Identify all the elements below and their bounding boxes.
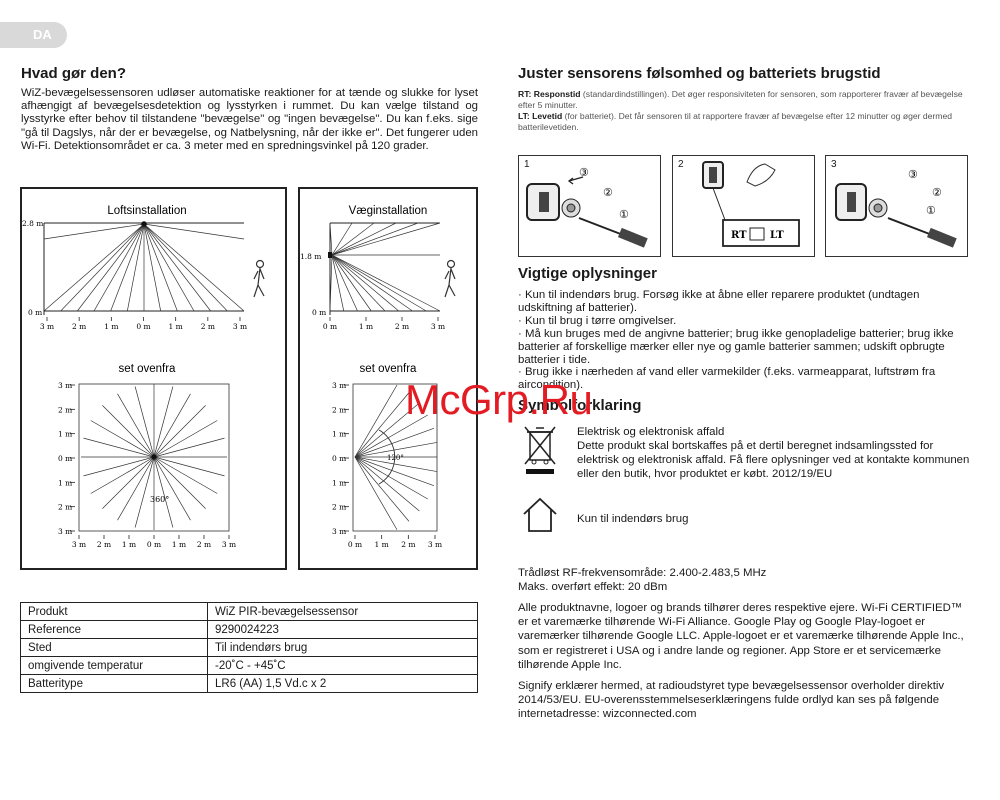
tick-label: 2 m: [332, 405, 346, 414]
tick-label: 2 m: [97, 540, 111, 549]
svg-text:LT: LT: [770, 230, 784, 241]
tick-label: 1 m: [58, 478, 72, 487]
tick-label: 0 m: [348, 540, 362, 549]
ceiling-sensor: [141, 221, 147, 227]
tick-label: 3 m: [58, 527, 72, 536]
intro-text: WiZ-bevægelsessensoren udløser automatis…: [21, 87, 478, 152]
wall-y-top: 1.8 m: [300, 252, 321, 261]
tick-label: 1 m: [104, 322, 118, 331]
svg-text:②: ②: [603, 186, 613, 199]
ceiling-angle: 360°: [150, 495, 169, 504]
tick-label: 1 m: [375, 540, 389, 549]
tick-label: 2 m: [401, 540, 415, 549]
tick-label: 2 m: [58, 503, 72, 512]
spec-label: Sted: [20, 638, 208, 657]
adjust-heading: Juster sensorens følsomhed og batteriets…: [518, 65, 881, 82]
svg-text:RT: RT: [731, 230, 747, 241]
spec-label: Batteritype: [20, 674, 208, 693]
tick-label: 3 m: [58, 381, 72, 390]
tick-label: 1 m: [58, 430, 72, 439]
trademarks-text: Alle produktnavne, logoer og brands tilh…: [518, 602, 964, 671]
tick-label: 2 m: [58, 405, 72, 414]
tick-label: 3 m: [431, 322, 445, 331]
tick-label: 1 m: [169, 322, 183, 331]
ceiling-top-title: set ovenfra: [119, 363, 176, 375]
svg-text:③: ③: [579, 166, 589, 179]
spec-label: Reference: [20, 620, 208, 639]
ceiling-title: Loftsinstallation: [107, 205, 186, 217]
weee-description: Elektrisk og elektronisk affald Dette pr…: [577, 426, 970, 480]
tick-label: 1 m: [332, 430, 346, 439]
tick-label: 2 m: [72, 322, 86, 331]
wall-figure: Væginstallation 1.8 m 0 m 0 m 1 m 2 m 3 m s…: [298, 187, 478, 570]
person-icon: [444, 259, 456, 298]
tick-label: 1 m: [172, 540, 186, 549]
tick-label: 2 m: [332, 503, 346, 512]
language-tab: DA: [0, 22, 67, 48]
tick-label: 3 m: [222, 540, 236, 549]
table-row: omgivende temperatur-20˚C - +45˚C: [20, 656, 478, 675]
svg-text:①: ①: [619, 208, 629, 221]
wall-title: Væginstallation: [349, 205, 428, 217]
wall-top-title: set ovenfra: [360, 363, 417, 375]
declaration-text: Signify erklærer hermed, at radioudstyre…: [518, 680, 945, 721]
tick-label: 0 m: [332, 454, 346, 463]
tick-label: 1 m: [332, 478, 346, 487]
wall-angle: 120°: [387, 454, 404, 462]
tick-label: 2 m: [395, 322, 409, 331]
spec-value: Til indendørs brug: [207, 638, 478, 657]
tick-label: 1 m: [122, 540, 136, 549]
tick-label: 2 m: [197, 540, 211, 549]
tick-label: 2 m: [201, 322, 215, 331]
spec-label: Produkt: [20, 602, 208, 621]
house-icon: [523, 497, 557, 532]
watermark: McGrp.Ru: [405, 376, 593, 423]
ceiling-figure: Loftsinstallation 2.8 m 0 m 3 m 2 m 1 m 0 m…: [20, 187, 287, 570]
list-item: · Kun til brug i tørre omgivelser.: [518, 314, 677, 327]
svg-text:③: ③: [908, 168, 918, 181]
indoor-use-text: Kun til indendørs brug: [577, 513, 689, 525]
wall-sensor: [328, 252, 332, 258]
svg-text:①: ①: [926, 204, 936, 217]
tick-label: 1 m: [359, 322, 373, 331]
tick-label: 0 m: [147, 540, 161, 549]
spec-label: omgivende temperatur: [20, 656, 208, 675]
tick-label: 3 m: [332, 381, 346, 390]
step-image-1: 1 ③ ② ①: [518, 155, 661, 257]
rt-lt-description: RT: Responstid (standardindstillingen). …: [518, 89, 963, 132]
spec-value: -20˚C - +45˚C: [207, 656, 478, 675]
tick-label: 0 m: [58, 454, 72, 463]
important-heading: Vigtige oplysninger: [518, 265, 657, 282]
list-item: · Brug ikke i nærheden af vand eller var…: [518, 366, 936, 392]
wall-y-bottom: 0 m: [312, 308, 326, 317]
important-list: · Kun til indendørs brug. Forsøg ikke at…: [518, 289, 968, 392]
tick-label: 3 m: [40, 322, 54, 331]
tick-label: 3 m: [72, 540, 86, 549]
person-icon: [253, 259, 265, 298]
tick-label: 0 m: [323, 322, 337, 331]
what-heading: Hvad gør den?: [21, 65, 127, 82]
tick-label: 0 m: [136, 322, 150, 331]
spec-value: LR6 (AA) 1,5 Vd.c x 2: [207, 674, 478, 693]
spec-value: 9290024223: [207, 620, 478, 639]
rf-info: Trådløst RF-frekvensområde: 2.400-2.483,…: [518, 567, 767, 594]
tick-label: 3 m: [428, 540, 442, 549]
step-image-2: 2 RT LT: [672, 155, 815, 257]
step-image-3: 3 ③ ② ①: [825, 155, 968, 257]
weee-bin-icon: [524, 426, 556, 474]
tick-label: 3 m: [332, 527, 346, 536]
symbols-heading: Symbolforklaring: [518, 397, 642, 414]
ceiling-y-top: 2.8 m: [22, 219, 43, 228]
ceiling-y-bottom: 0 m: [28, 308, 42, 317]
tick-label: 3 m: [233, 322, 247, 331]
list-item: · Kun til indendørs brug. Forsøg ikke at…: [518, 289, 920, 314]
list-item: · Må kun bruges med de angivne batterier…: [518, 327, 954, 366]
svg-text:②: ②: [932, 186, 942, 199]
spec-value: WiZ PIR-bevægelsessensor: [207, 602, 478, 621]
